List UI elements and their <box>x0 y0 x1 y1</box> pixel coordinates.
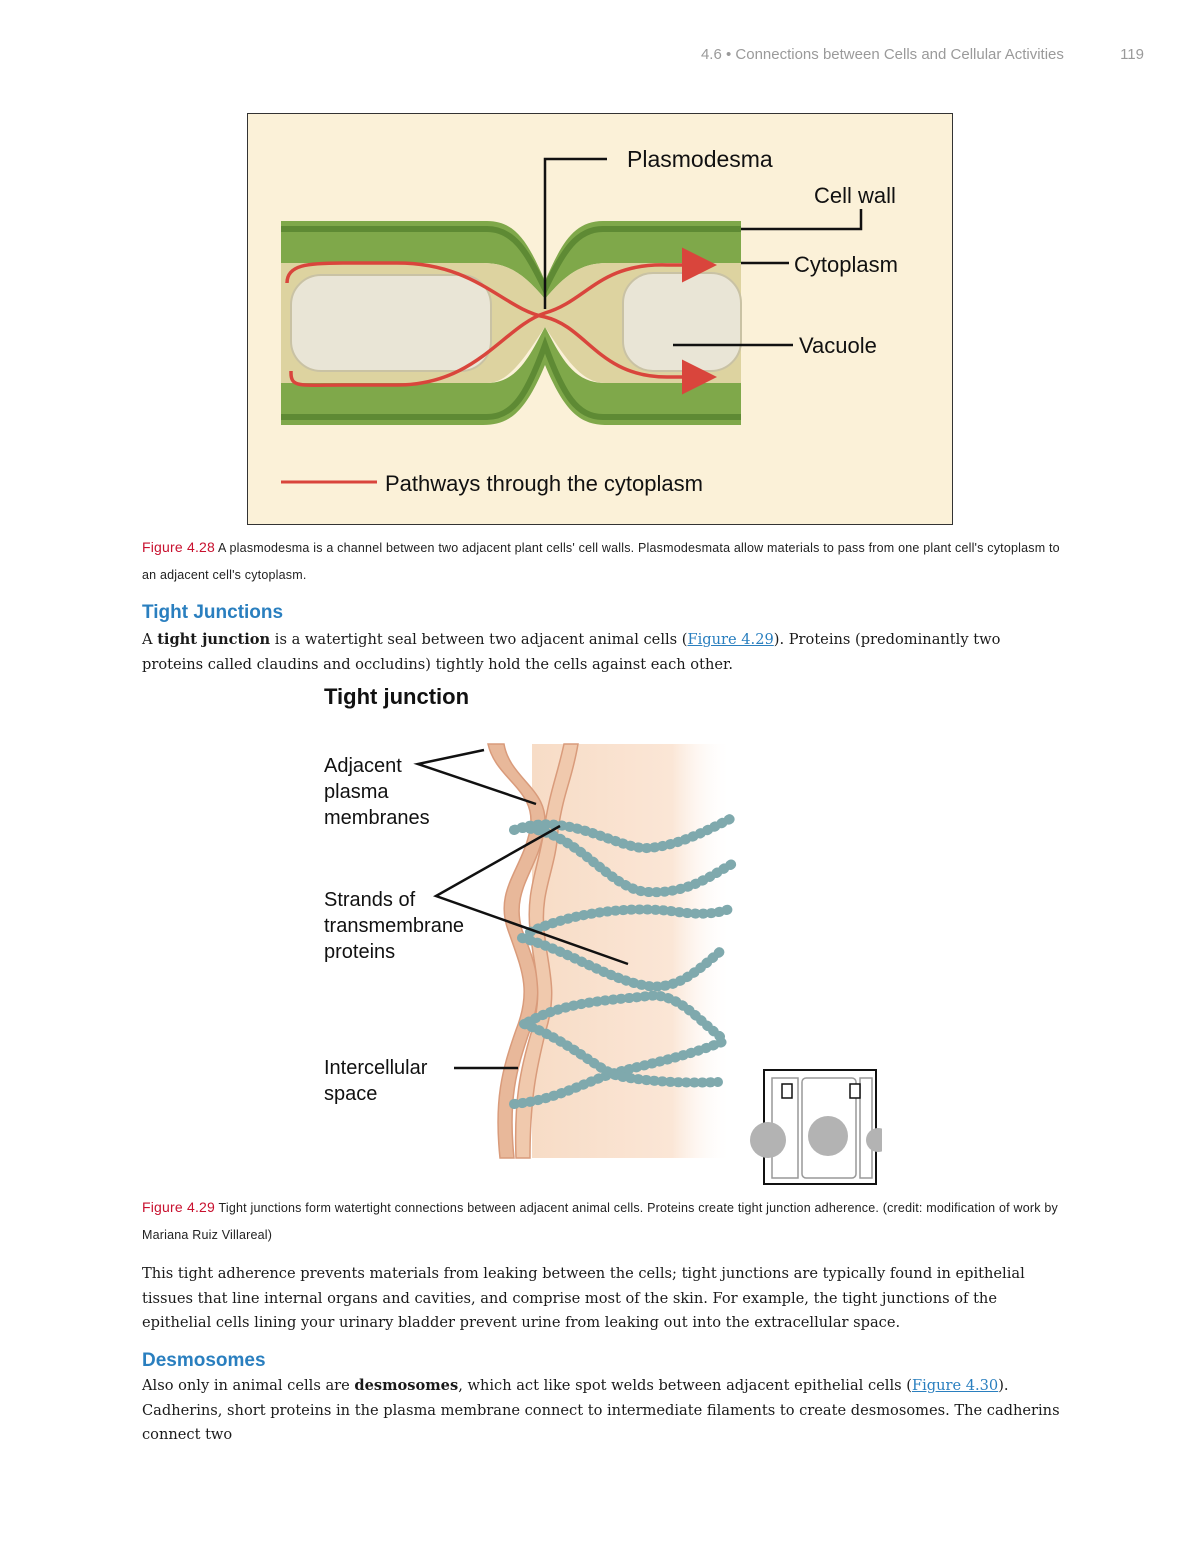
label-transmembrane-strands: Strands of transmembrane proteins <box>324 889 470 963</box>
label-cytoplasm: Cytoplasm <box>794 252 898 277</box>
p1-text-a: A <box>142 631 158 648</box>
label-cell-wall: Cell wall <box>814 183 896 208</box>
p3-text-b: , which act like spot welds between adja… <box>458 1377 912 1394</box>
paragraph-desmosomes: Also only in animal cells are desmosomes… <box>142 1374 1062 1448</box>
p3-text-a: Also only in animal cells are <box>142 1377 355 1394</box>
caption-figure-4-28-number: Figure 4.28 <box>142 539 216 555</box>
cell-wall-leader <box>741 209 863 231</box>
membrane-right <box>514 743 579 1159</box>
figure-plasmodesma-diagram: Plasmodesma Cell wall Cytoplasm Vacuole … <box>247 113 953 525</box>
leader-lines <box>413 748 629 1070</box>
label-intercellular-space: Intercellular space <box>324 1057 433 1105</box>
heading-desmosomes: Desmosomes <box>142 1350 266 1371</box>
caption-figure-4-29: Figure 4.29 Tight junctions form waterti… <box>142 1194 1062 1249</box>
link-figure-4-30[interactable]: Figure 4.30 <box>911 1377 999 1394</box>
inset-cell-diagram <box>750 1069 882 1185</box>
pathway-top <box>289 247 717 387</box>
caption-figure-4-29-text: Tight junctions form watertight connecti… <box>142 1201 1058 1242</box>
caption-figure-4-28-text: A plasmodesma is a channel between two a… <box>142 541 1060 582</box>
paragraph-tight-junction-definition: A tight junction is a watertight seal be… <box>142 628 1062 677</box>
p3-text-c: ). Cadherins, short proteins in the plas… <box>142 1377 1060 1443</box>
p1-text-c: ). Proteins (predominantly two proteins … <box>142 631 1001 673</box>
caption-figure-4-29-number: Figure 4.29 <box>142 1199 216 1215</box>
label-plasmodesma: Plasmodesma <box>627 146 773 172</box>
label-adjacent-membranes: Adjacent plasma membranes <box>324 755 430 829</box>
pathway-bottom <box>285 261 717 395</box>
plasmodesma-leader <box>543 157 607 309</box>
link-figure-4-29[interactable]: Figure 4.29 <box>687 631 774 648</box>
cell-wall-bottom <box>281 327 741 425</box>
caption-figure-4-28: Figure 4.28 A plasmodesma is a channel b… <box>142 534 1062 589</box>
page-number: 119 <box>1120 46 1144 63</box>
membrane-left <box>487 743 546 1159</box>
cell-wall-bottom-dark <box>281 336 741 420</box>
p1-text-b: is a watertight seal between two adjacen… <box>270 631 688 648</box>
figure-title: Tight junction <box>324 684 469 709</box>
vacuole-right <box>622 272 742 372</box>
term-desmosomes: desmosomes <box>354 1377 459 1394</box>
figure-tight-junction-diagram: Tight junction Adjacent plasma membranes… <box>324 684 882 1185</box>
protein-strands <box>509 813 737 1109</box>
label-vacuole: Vacuole <box>799 333 877 358</box>
term-tight-junction: tight junction <box>157 631 271 648</box>
label-pathways: Pathways through the cytoplasm <box>385 471 703 496</box>
cell-wall-top <box>281 221 741 299</box>
running-title: 4.6 • Connections between Cells and Cell… <box>700 46 1064 63</box>
paragraph-tight-adherence: This tight adherence prevents materials … <box>142 1265 1025 1331</box>
heading-tight-junctions: Tight Junctions <box>142 602 284 623</box>
vacuole-left <box>290 274 492 372</box>
running-head: 4.6 • Connections between Cells and Cell… <box>701 46 1144 63</box>
